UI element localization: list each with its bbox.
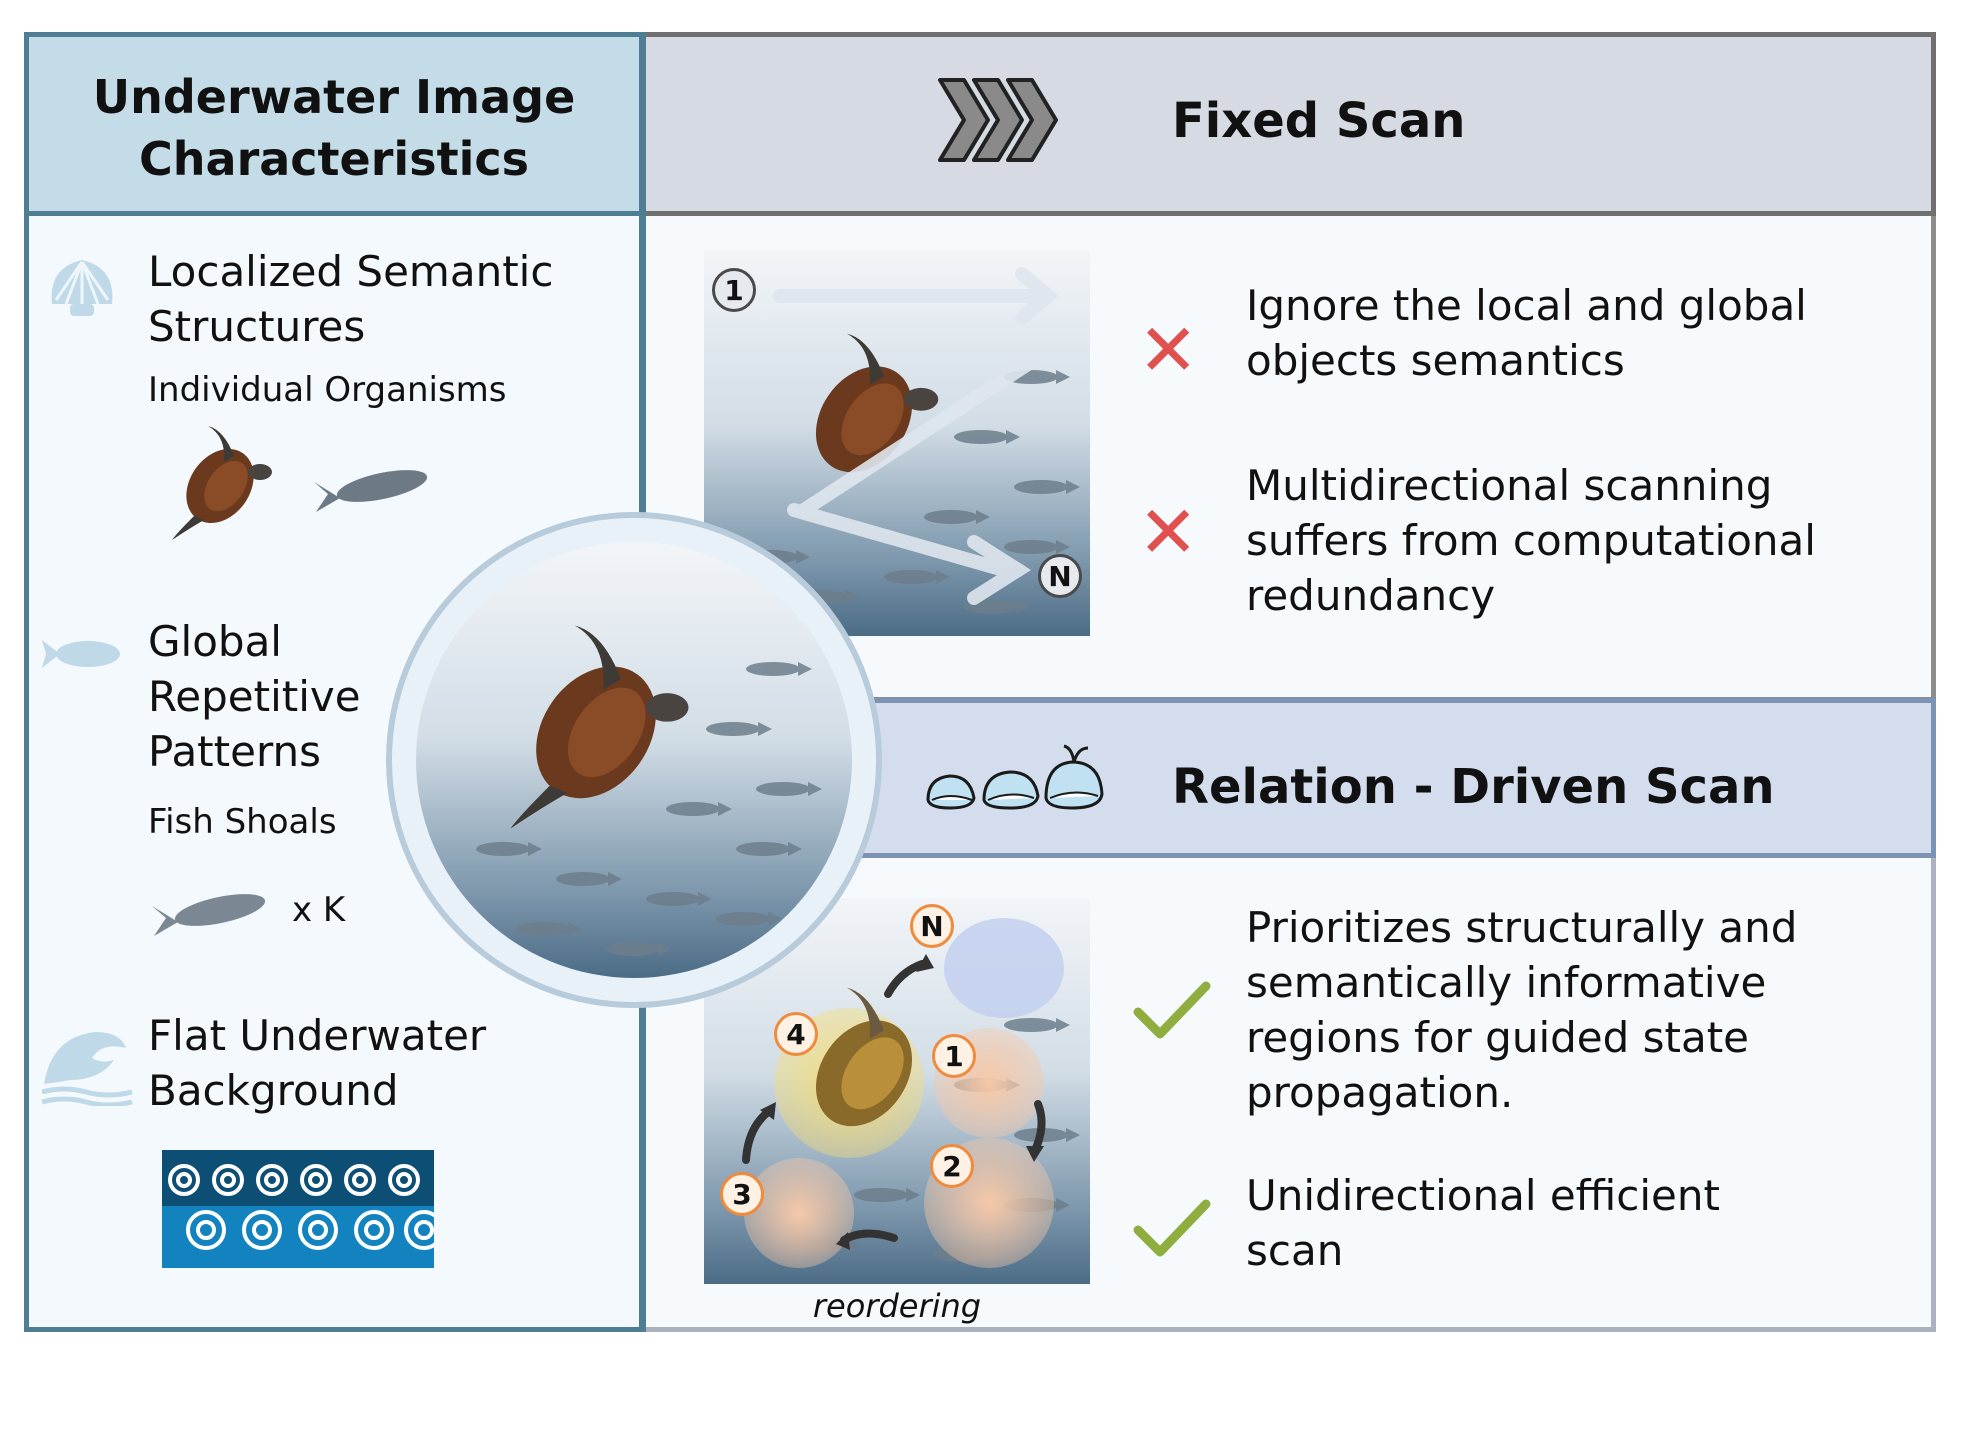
fixed-scan-header xyxy=(644,32,1936,216)
relation-scan-image xyxy=(704,898,1090,1284)
fish-shoal-icon xyxy=(152,894,266,936)
relation-badge-3: 3 xyxy=(720,1172,764,1216)
check-icon xyxy=(1133,981,1211,1039)
relation-badge-2: 2 xyxy=(930,1144,974,1188)
whales-icon xyxy=(926,744,1104,810)
wave-pattern-icon xyxy=(162,1150,434,1268)
left-header xyxy=(24,32,644,216)
fixed-badge-start: 1 xyxy=(712,268,756,312)
relation-badge-4: 4 xyxy=(774,1012,818,1056)
check-icon xyxy=(1133,1199,1211,1257)
relation-turtle-icon xyxy=(815,987,913,1127)
item-background-heading: Flat Underwater Background xyxy=(148,1011,487,1115)
chevrons-icon xyxy=(938,78,1058,162)
fixed-scan-arrows xyxy=(773,267,1059,605)
central-image xyxy=(416,542,852,978)
fixed-turtle-icon xyxy=(815,333,939,473)
item-global-sub: Fish Shoals xyxy=(148,802,337,842)
relation-point-1: Prioritizes structurally and semanticall… xyxy=(1246,903,1798,1117)
left-title: Underwater Image Characteristics xyxy=(92,70,576,186)
item-global-heading: Global Repetitive Patterns xyxy=(148,617,361,776)
reordering-caption: reordering xyxy=(812,1287,982,1325)
turtle-icon xyxy=(172,426,272,540)
item-localized-sub: Individual Organisms xyxy=(148,370,507,410)
cross-icon: ✕ xyxy=(1138,308,1199,392)
fixed-badge-end: N xyxy=(1038,554,1082,598)
central-turtle-icon xyxy=(510,625,689,829)
fixed-scan-title: Fixed Scan xyxy=(1172,93,1466,149)
cross-icon: ✕ xyxy=(1138,490,1199,574)
relation-badge-1: 1 xyxy=(932,1034,976,1078)
relation-scan-title: Relation - Driven Scan xyxy=(1172,759,1775,815)
relation-scan-arrows xyxy=(742,954,1046,1250)
shoal-multiplier: x K xyxy=(292,890,346,930)
relation-point-2: Unidirectional efficient scan xyxy=(1246,1171,1720,1275)
wave-icon xyxy=(41,1032,133,1106)
fixed-point-2: Multidirectional scanning suffers from c… xyxy=(1246,461,1816,620)
fish-icon xyxy=(314,470,428,512)
fish-silhouette-icon xyxy=(42,640,120,668)
fixed-point-1: Ignore the local and global objects sema… xyxy=(1246,281,1807,385)
relation-badge-n: N xyxy=(910,904,954,948)
shell-icon xyxy=(51,260,113,316)
item-localized-heading: Localized Semantic Structures xyxy=(148,247,554,351)
